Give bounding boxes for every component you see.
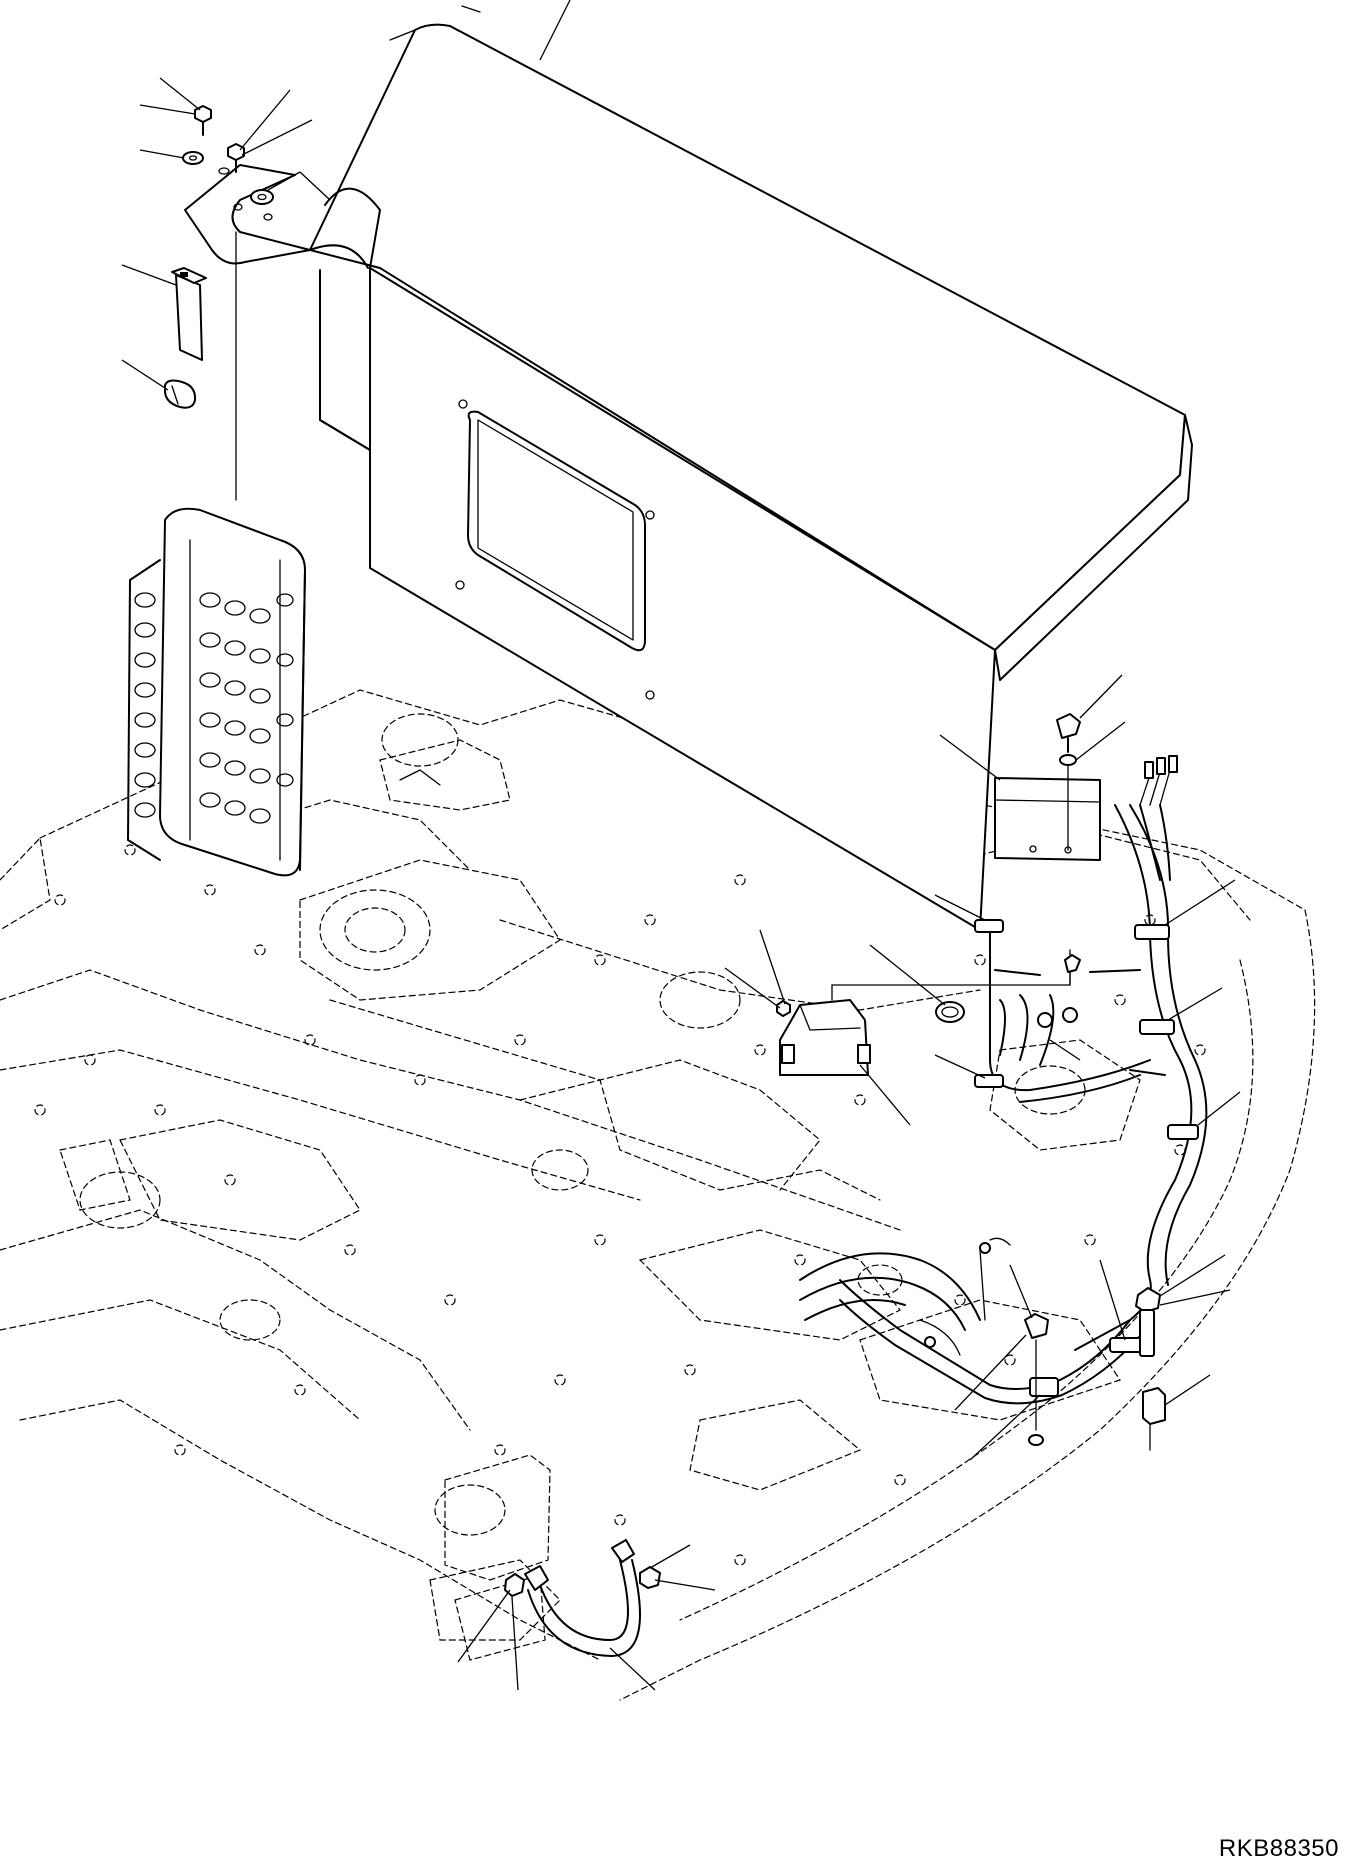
lower-clamp-set [954, 1254, 1231, 1461]
control-valve [127, 507, 306, 877]
valve-spool-stack [134, 592, 294, 824]
bracket-plate [184, 164, 331, 265]
clip-and-cap [121, 231, 237, 501]
frame-details [399, 769, 1011, 1246]
relay-unit [724, 929, 1141, 1126]
cover-panel [309, 0, 1193, 931]
ground-strap [444, 1454, 716, 1691]
wiring-harness [839, 755, 1241, 1405]
hydraulic-piping [799, 1242, 991, 1356]
revolving-frame-outline [0, 689, 1316, 1701]
drawing-number: RKB88350 [1218, 1835, 1339, 1862]
relay-bracket [939, 674, 1126, 861]
bolt-washer-set-top-left [139, 77, 313, 205]
